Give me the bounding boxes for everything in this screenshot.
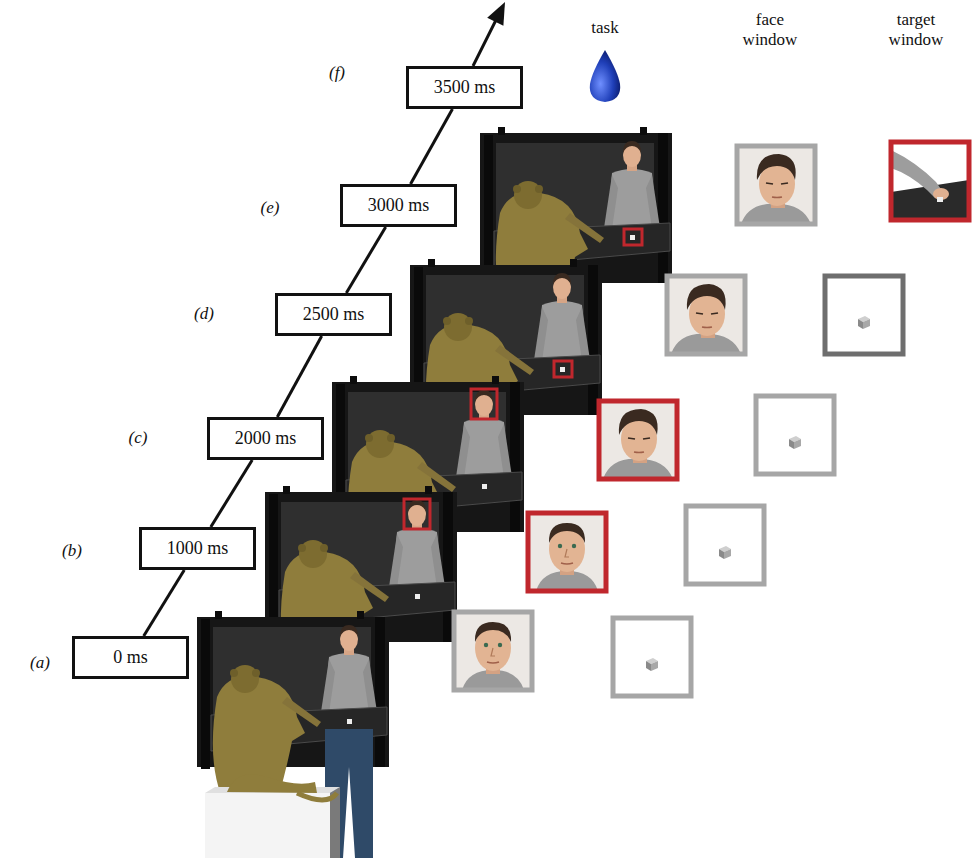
column-header: target window [876,10,956,51]
time-label: 3000 ms [368,195,430,216]
time-box: 3000 ms [340,184,457,227]
time-axis-segment [411,109,453,184]
time-box: 2000 ms [207,417,324,460]
time-label: 3500 ms [434,77,496,98]
time-label: 2000 ms [235,428,297,449]
panel-letter: (d) [194,304,214,324]
column-header: face window [730,10,810,51]
time-box: 1000 ms [139,527,256,570]
panel-letter: (f) [329,63,345,83]
time-box: 2500 ms [275,293,392,336]
time-label: 1000 ms [167,538,229,559]
time-axis-segment [277,336,321,417]
panel-letter: (c) [129,428,148,448]
time-axis-segment [211,460,252,527]
panel-letter: (b) [62,541,82,561]
panel-letter: (e) [261,198,280,218]
time-label: 2500 ms [303,304,365,325]
time-axis-segment [144,570,185,636]
panel-letter: (a) [30,653,50,673]
time-box: 0 ms [72,636,189,679]
time-box: 3500 ms [406,66,523,109]
time-label: 0 ms [113,647,148,668]
time-axis-segment [346,227,385,293]
column-header: task [591,18,618,38]
